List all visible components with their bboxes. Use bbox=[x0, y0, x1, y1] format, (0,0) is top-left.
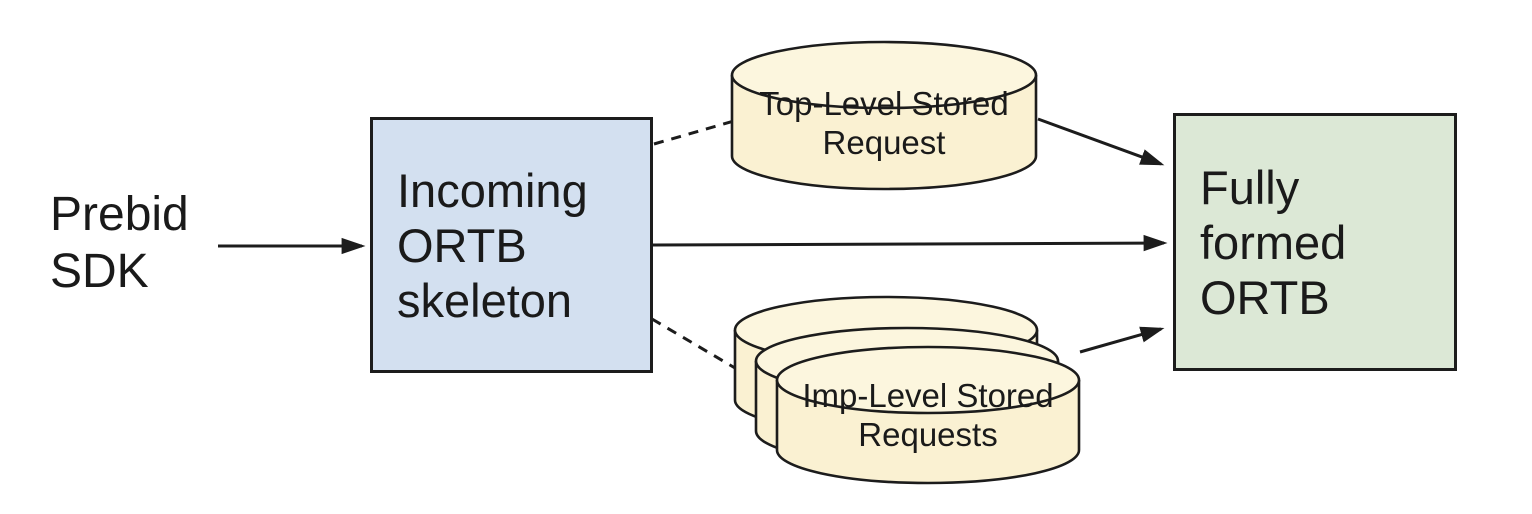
edge-top-stored-to-fully-formed bbox=[1037, 117, 1165, 166]
imp-stored-requests-label: Imp-Level Stored Requests bbox=[802, 377, 1054, 453]
edge-incoming-to-imp-stored bbox=[651, 317, 736, 370]
incoming-ortb-skeleton-label: Incoming ORTB skeleton bbox=[397, 163, 588, 327]
imp-cylinder-front-top bbox=[775, 345, 1081, 415]
fully-formed-ortb-box: Fully formed ORTB bbox=[1173, 113, 1457, 371]
edge-imp-stored-to-fully-formed bbox=[1079, 326, 1165, 354]
incoming-ortb-skeleton-box: Incoming ORTB skeleton bbox=[370, 117, 653, 373]
fully-formed-ortb-label: Fully formed ORTB bbox=[1200, 160, 1347, 324]
edge-incoming-to-fully-formed bbox=[652, 234, 1168, 252]
imp-stored-requests-cylinder-stack bbox=[733, 295, 1081, 485]
top-stored-request-cylinder bbox=[730, 40, 1038, 191]
top-stored-request-label: Top-Level Stored Request bbox=[759, 85, 1009, 161]
top-cylinder-top bbox=[730, 40, 1038, 110]
edge-incoming-to-top-stored bbox=[653, 119, 735, 146]
prebid-sdk-label: Prebid SDK bbox=[50, 188, 189, 298]
